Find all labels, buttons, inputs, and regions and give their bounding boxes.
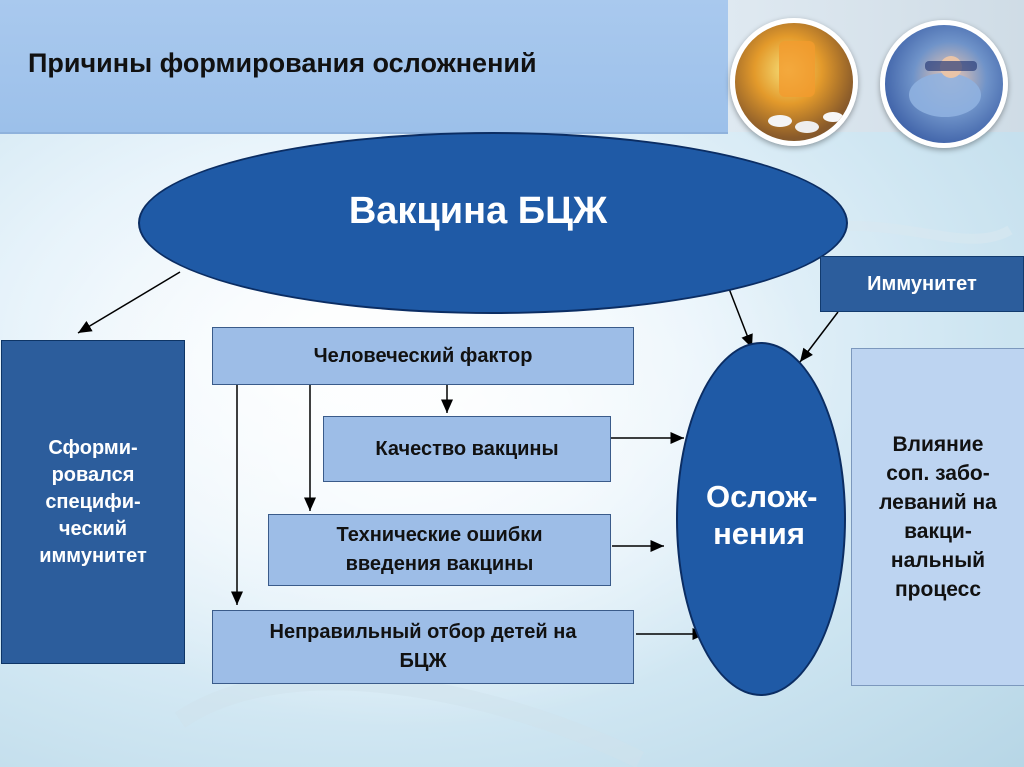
immunity-node: Иммунитет — [820, 256, 1024, 312]
influence-label: Влияние соп. забо-леваний на вакци-нальн… — [879, 433, 997, 601]
influence-node: Влияние соп. забо-леваний на вакци-нальн… — [851, 348, 1024, 686]
formed-immunity-label: Сформи-ровался специфи-ческий иммунитет — [39, 436, 147, 567]
wrong-selection-node: Неправильный отбор детей на БЦЖ — [212, 610, 634, 684]
wrong-selection-label: Неправильный отбор детей на БЦЖ — [269, 621, 577, 672]
human-factor-label: Человеческий фактор — [313, 344, 533, 367]
vaccine-node — [138, 132, 848, 314]
formed-immunity-node: Сформи-ровался специфи-ческий иммунитет — [1, 340, 185, 664]
complications-node — [676, 342, 846, 696]
surgeon-photo-icon — [880, 20, 1008, 148]
complications-label: Ослож-нения — [706, 479, 818, 551]
technical-errors-label: Технические ошибки введения вакцины — [336, 524, 543, 575]
page-title: Причины формирования осложнений — [28, 48, 537, 78]
vaccine-quality-node: Качество вакцины — [323, 416, 611, 482]
pills-photo-icon — [730, 18, 858, 146]
vaccine-label: Вакцина БЦЖ — [348, 190, 608, 232]
arrow-vaccine-to-complications — [727, 285, 753, 349]
technical-errors-node: Технические ошибки введения вакцины — [268, 514, 611, 586]
vaccine-quality-label: Качество вакцины — [375, 437, 559, 460]
immunity-label: Иммунитет — [867, 272, 977, 295]
human-factor-node: Человеческий фактор — [212, 327, 634, 385]
arrow-vaccine-to-formed — [77, 271, 181, 334]
title-bar: Причины формирования осложнений — [0, 0, 728, 134]
arrow-immunity-to-complications — [799, 311, 839, 363]
